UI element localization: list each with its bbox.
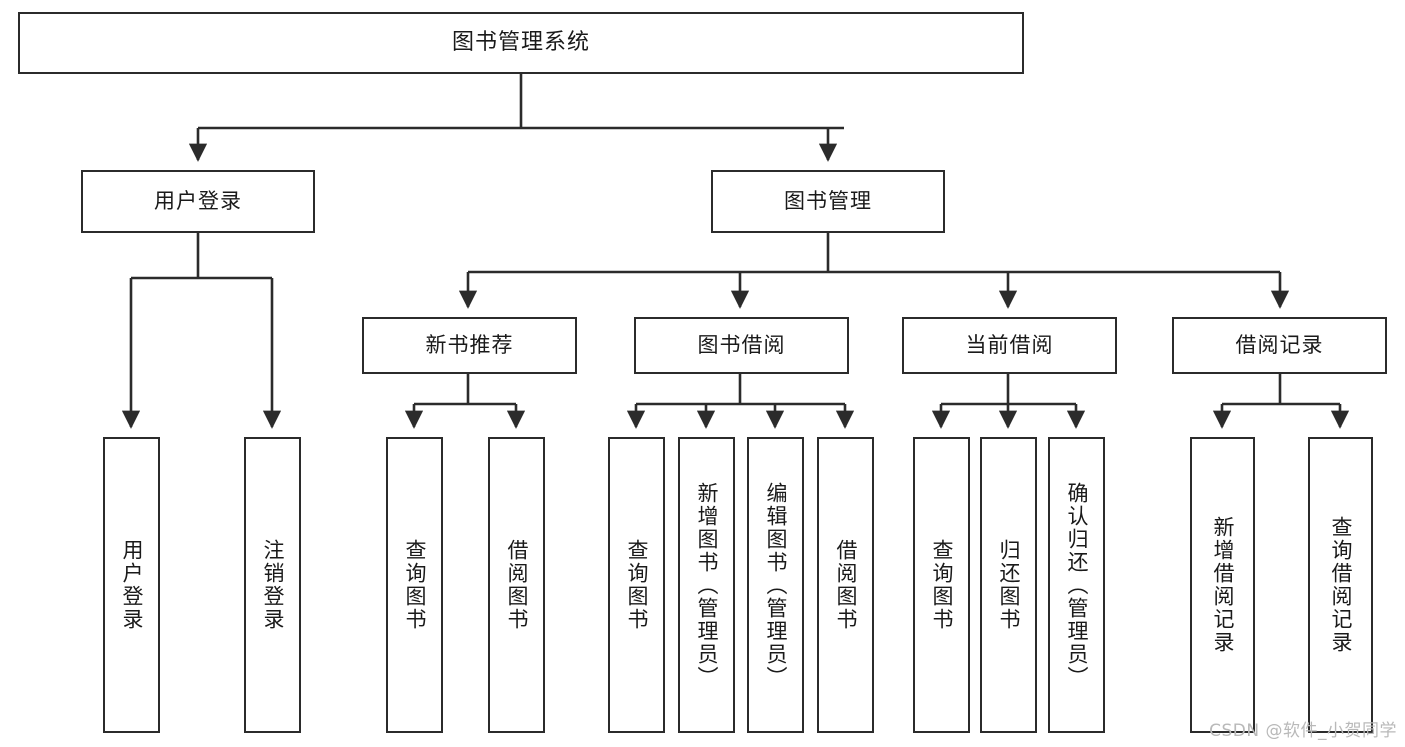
node-label: 借阅记录 bbox=[1235, 332, 1324, 357]
node-label: 新增借阅记录 bbox=[1210, 516, 1235, 654]
node-leaf-add-book[interactable]: 新增图书（管理员） bbox=[678, 437, 735, 733]
node-leaf-edit-book[interactable]: 编辑图书（管理员） bbox=[747, 437, 804, 733]
node-user-login[interactable]: 用户登录 bbox=[81, 170, 315, 233]
node-label: 借阅图书 bbox=[833, 539, 858, 631]
node-label: 用户登录 bbox=[119, 539, 144, 631]
node-label: 查询借阅记录 bbox=[1328, 516, 1353, 654]
node-leaf-add-record[interactable]: 新增借阅记录 bbox=[1190, 437, 1255, 733]
node-leaf-query-book-1[interactable]: 查询图书 bbox=[386, 437, 443, 733]
node-new-book-recommend[interactable]: 新书推荐 bbox=[362, 317, 577, 374]
node-label: 查询图书 bbox=[929, 539, 954, 631]
node-label: 编辑图书（管理员） bbox=[763, 481, 788, 689]
node-leaf-logout[interactable]: 注销登录 bbox=[244, 437, 301, 733]
node-leaf-query-book-2[interactable]: 查询图书 bbox=[608, 437, 665, 733]
node-label: 确认归还（管理员） bbox=[1064, 481, 1089, 689]
node-label: 图书管理系统 bbox=[451, 29, 590, 55]
node-leaf-return-book[interactable]: 归还图书 bbox=[980, 437, 1037, 733]
node-label: 当前借阅 bbox=[965, 332, 1054, 357]
node-leaf-user-login[interactable]: 用户登录 bbox=[103, 437, 160, 733]
node-label: 查询图书 bbox=[624, 539, 649, 631]
csdn-watermark: CSDN @软件_小贺同学 bbox=[1209, 721, 1397, 741]
node-label: 图书管理 bbox=[784, 188, 872, 213]
node-leaf-borrow-book-2[interactable]: 借阅图书 bbox=[817, 437, 874, 733]
node-leaf-confirm-return[interactable]: 确认归还（管理员） bbox=[1048, 437, 1105, 733]
node-current-borrow[interactable]: 当前借阅 bbox=[902, 317, 1117, 374]
node-root-book-management-system[interactable]: 图书管理系统 bbox=[18, 12, 1024, 74]
node-label: 用户登录 bbox=[154, 188, 242, 213]
node-label: 图书借阅 bbox=[697, 332, 786, 357]
node-label: 新增图书（管理员） bbox=[694, 481, 719, 689]
node-leaf-query-book-3[interactable]: 查询图书 bbox=[913, 437, 970, 733]
node-book-management[interactable]: 图书管理 bbox=[711, 170, 945, 233]
node-label: 注销登录 bbox=[260, 539, 285, 631]
node-label: 查询图书 bbox=[402, 539, 427, 631]
node-label: 借阅图书 bbox=[504, 539, 529, 631]
node-borrow-record[interactable]: 借阅记录 bbox=[1172, 317, 1387, 374]
node-leaf-borrow-book-1[interactable]: 借阅图书 bbox=[488, 437, 545, 733]
node-label: 新书推荐 bbox=[425, 332, 514, 357]
node-book-borrow[interactable]: 图书借阅 bbox=[634, 317, 849, 374]
node-label: 归还图书 bbox=[996, 539, 1021, 631]
node-leaf-query-record[interactable]: 查询借阅记录 bbox=[1308, 437, 1373, 733]
